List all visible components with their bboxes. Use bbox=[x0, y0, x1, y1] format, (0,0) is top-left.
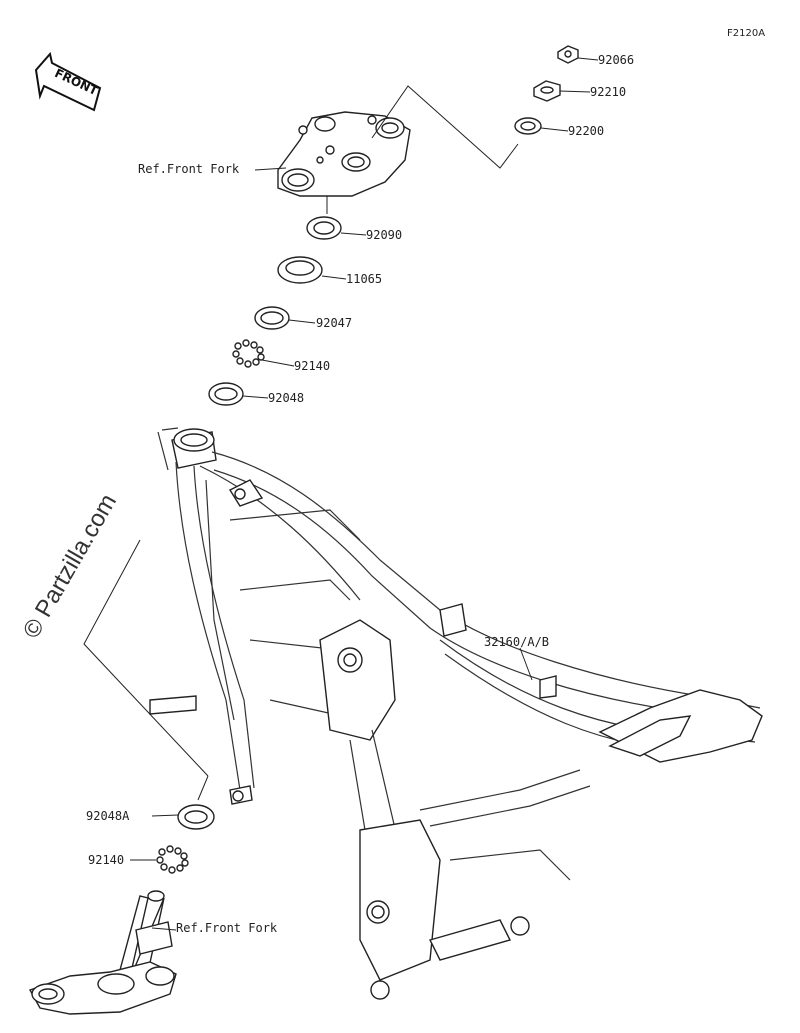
cap-11065-icon bbox=[277, 256, 323, 284]
race-92048-icon bbox=[208, 382, 244, 406]
label-92047: 92047 bbox=[316, 316, 352, 330]
diagram-code: F2120A bbox=[727, 28, 765, 39]
label-92090: 92090 bbox=[366, 228, 402, 242]
label-ref-front-fork-lower: Ref.Front Fork bbox=[176, 921, 278, 935]
label-32160: 32160/A/B bbox=[484, 635, 549, 649]
leader-lines bbox=[83, 57, 599, 931]
watermark: © Partzilla.com bbox=[18, 489, 122, 643]
label-92140-top: 92140 bbox=[294, 359, 330, 373]
washer-92090-icon bbox=[306, 216, 342, 240]
nut-92066-icon bbox=[557, 45, 579, 64]
label-92200: 92200 bbox=[568, 124, 604, 138]
balls-92140-top-icon bbox=[232, 339, 265, 368]
label-92066: 92066 bbox=[598, 53, 634, 67]
front-arrow-icon: FRONT bbox=[34, 51, 102, 112]
label-92140-bottom: 92140 bbox=[88, 853, 124, 867]
nut-92210-icon bbox=[533, 80, 561, 102]
label-92210: 92210 bbox=[590, 85, 626, 99]
balls-92140-bottom-icon bbox=[156, 845, 189, 874]
race-92048A-icon bbox=[177, 804, 215, 830]
washer-92200-icon bbox=[514, 117, 542, 135]
race-92047-icon bbox=[254, 306, 290, 330]
upper-triple-clamp bbox=[277, 111, 411, 197]
label-92048: 92048 bbox=[268, 391, 304, 405]
label-11065: 11065 bbox=[346, 272, 382, 286]
lower-stem-clamp bbox=[28, 890, 177, 1015]
label-92048A: 92048A bbox=[86, 809, 130, 823]
label-ref-front-fork-upper: Ref.Front Fork bbox=[138, 162, 240, 176]
frame-32160 bbox=[149, 427, 763, 1000]
